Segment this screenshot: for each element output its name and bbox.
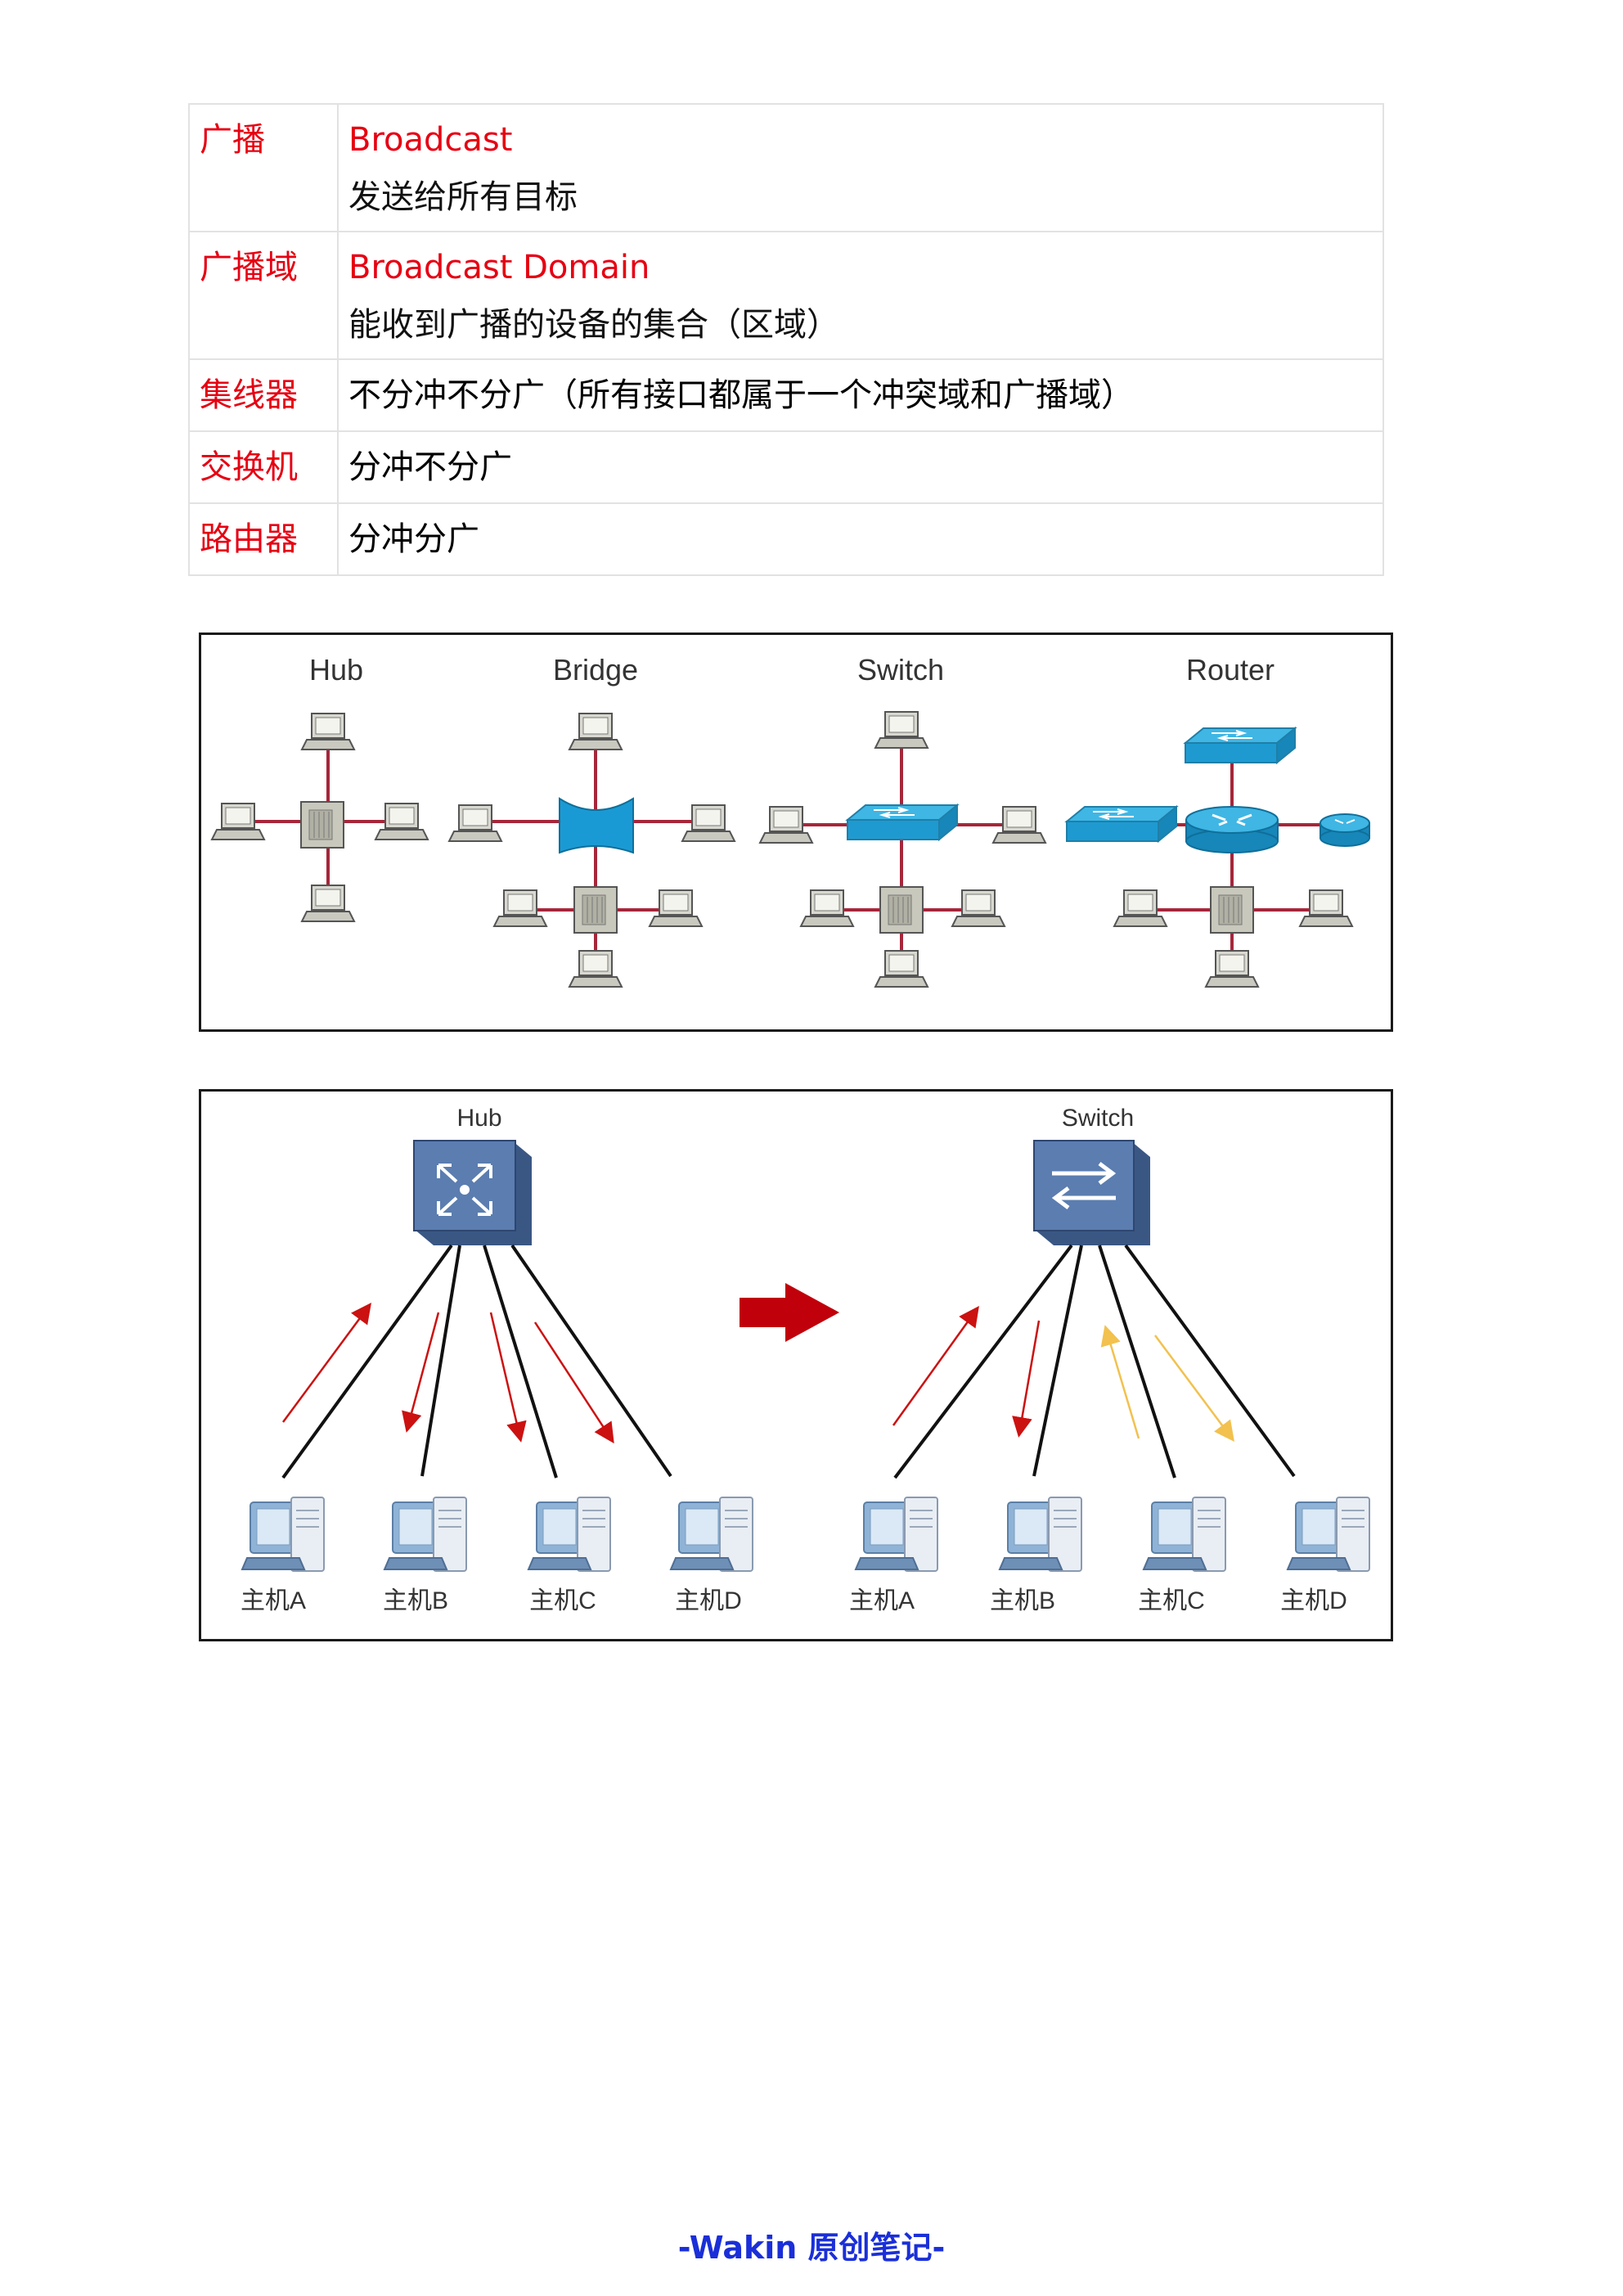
hub-icon (1210, 886, 1254, 934)
router-icon (1185, 806, 1279, 853)
host-icon (1143, 1497, 1226, 1572)
hub-device-icon (413, 1140, 532, 1245)
pc-icon (874, 950, 928, 988)
description: 分冲分广 (337, 502, 1384, 576)
table-row: 集线器 不分冲不分广（所有接口都属于一个冲突域和广播域） (188, 358, 1384, 432)
host-label: 主机B (383, 1587, 448, 1614)
term-cell: 路由器 (188, 502, 339, 576)
switch-links (893, 1244, 1296, 1479)
switch-unicast-arrows (892, 1305, 1234, 1443)
host-icon (1287, 1497, 1370, 1572)
footer: -Wakin 原创笔记- (677, 2230, 946, 2266)
topology-diagram: Hub Bridge Switch Router (211, 653, 1370, 988)
forwarding-diagram: Hub 主机A 主机B 主机C 主机D Switch (241, 1105, 1370, 1614)
hub-switch-figure: Hub 主机A 主机B 主机C 主机D Switch (199, 1089, 1393, 1641)
term-cell: 广播域 (188, 231, 339, 360)
hub-label: Hub (456, 1105, 501, 1132)
host-label: 主机B (990, 1587, 1055, 1614)
terms-table: 广播 Broadcast 发送给所有目标 广播域 Broadcast Domai… (188, 103, 1384, 576)
term-cell: 广播 (188, 103, 339, 232)
table-row: 路由器 分冲分广 (188, 502, 1384, 576)
english-term: Broadcast (348, 121, 513, 159)
host-icon (384, 1497, 467, 1572)
switch-icon (847, 804, 958, 840)
host-label: 主机A (849, 1587, 915, 1614)
host-label: 主机D (675, 1587, 742, 1614)
topology-figure: Hub Bridge Switch Router (199, 633, 1393, 1032)
desc-cell: Broadcast Domain 能收到广播的设备的集合（区域） (337, 231, 1384, 360)
host-label: 主机D (1280, 1587, 1347, 1614)
pc-icon (301, 885, 355, 922)
pc-icon (301, 713, 355, 750)
router-icon (1320, 813, 1370, 847)
pc-icon (874, 711, 928, 749)
term-cell: 集线器 (188, 358, 339, 432)
host-icon (241, 1497, 325, 1572)
table-row: 广播域 Broadcast Domain 能收到广播的设备的集合（区域） (188, 231, 1384, 360)
hub-broadcast-arrows (281, 1302, 614, 1444)
host-label: 主机C (1138, 1587, 1205, 1614)
hub-icon (300, 801, 344, 849)
host-icon (528, 1497, 611, 1572)
bridge-topology (471, 733, 708, 970)
label-hub: Hub (309, 653, 363, 687)
switch-topology (786, 733, 1019, 970)
switch-label: Switch (1062, 1105, 1134, 1132)
desc-cell: Broadcast 发送给所有目标 (337, 103, 1384, 232)
transition-arrow-icon (740, 1283, 839, 1342)
table-row: 广播 Broadcast 发送给所有目标 (188, 103, 1384, 232)
host-label: 主机A (241, 1587, 306, 1614)
hub-icon (879, 886, 924, 934)
pc-icon (569, 713, 623, 750)
pc-icon (569, 950, 623, 988)
description: 能收到广播的设备的集合（区域） (348, 306, 839, 344)
label-bridge: Bridge (553, 653, 638, 687)
label-router: Router (1186, 653, 1275, 687)
description: 分冲不分广 (337, 430, 1384, 504)
label-switch: Switch (857, 653, 944, 687)
router-topology (1101, 750, 1347, 970)
host-label: 主机C (529, 1587, 596, 1614)
term-cell: 交换机 (188, 430, 339, 504)
host-icon (999, 1497, 1082, 1572)
hub-icon (573, 886, 618, 934)
switch-device-icon (1033, 1140, 1150, 1245)
hub-links (281, 1244, 672, 1479)
description: 发送给所有目标 (348, 178, 578, 216)
bridge-icon (559, 797, 634, 854)
english-term: Broadcast Domain (348, 249, 650, 286)
pc-icon (1205, 950, 1259, 988)
table-row: 交换机 分冲不分广 (188, 430, 1384, 504)
host-icon (855, 1497, 938, 1572)
switch-icon (1185, 727, 1296, 763)
description: 不分冲不分广（所有接口都属于一个冲突域和广播域） (337, 358, 1384, 432)
host-icon (670, 1497, 753, 1572)
switch-icon (1066, 806, 1177, 842)
